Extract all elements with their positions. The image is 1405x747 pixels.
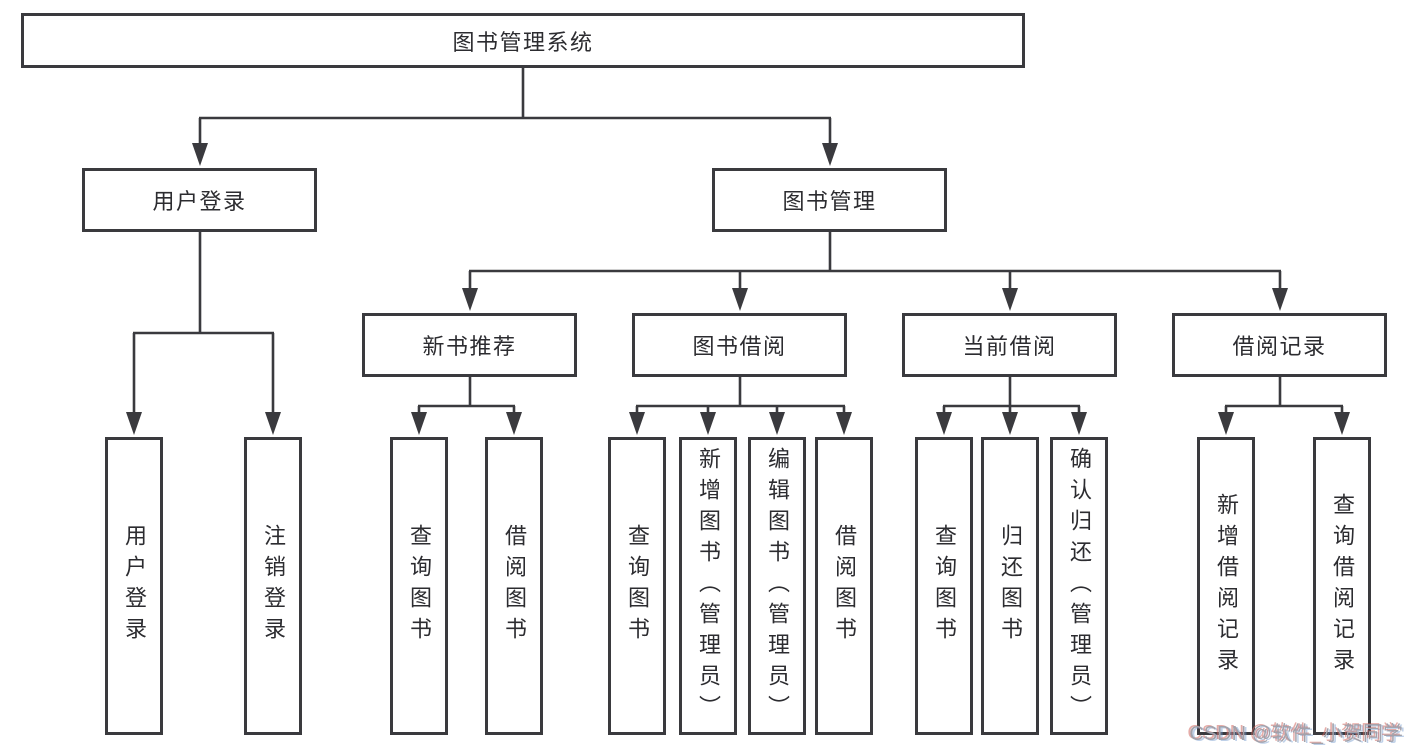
node-label: 新书推荐 [422,334,517,359]
arrow-down-icon [1002,412,1018,435]
node-label: 图书借阅 [692,334,787,359]
node-label: 用户登录 [122,524,147,648]
node-label: 查询图书 [407,524,432,648]
node-label: 查询借阅记录 [1330,493,1355,679]
node-label: 编辑图书（管理员） [765,446,790,726]
arrow-down-icon [822,143,838,166]
arrow-down-icon [1334,412,1350,435]
node-user-login: 用户登录 [82,168,317,232]
node-label: 确认归还（管理员） [1067,446,1092,726]
node-label: 查询图书 [932,524,957,648]
leaf-logout: 注销登录 [244,437,302,735]
node-borrowing-records: 借阅记录 [1172,313,1387,377]
arrow-down-icon [265,412,281,435]
node-label: 查询图书 [625,524,650,648]
node-label: 新增图书（管理员） [696,446,721,726]
leaf-borrow-books: 借阅图书 [485,437,543,735]
leaf-query-borrow-record: 查询借阅记录 [1313,437,1371,735]
node-label: 图书管理 [782,189,877,214]
arrow-down-icon [462,288,478,311]
leaf-edit-books-admin: 编辑图书（管理员） [748,437,806,735]
arrow-down-icon [1272,288,1288,311]
arrow-down-icon [769,412,785,435]
arrow-down-icon [1071,412,1087,435]
node-label: 注销登录 [261,524,286,648]
arrow-down-icon [411,412,427,435]
arrow-down-icon [126,412,142,435]
node-book-management: 图书管理 [712,168,947,232]
node-label: 借阅图书 [832,524,857,648]
node-new-book-recommendation: 新书推荐 [362,313,577,377]
node-label: 用户登录 [152,189,247,214]
node-label: 归还图书 [998,524,1023,648]
node-label: 新增借阅记录 [1214,493,1239,679]
watermark: CSDN @软件_小贺同学 [1189,723,1403,745]
arrow-down-icon [629,412,645,435]
leaf-confirm-return-admin: 确认归还（管理员） [1050,437,1108,735]
arrow-down-icon [700,412,716,435]
leaf-return-books: 归还图书 [981,437,1039,735]
node-book-borrowing: 图书借阅 [632,313,847,377]
arrow-down-icon [836,412,852,435]
leaf-query-books: 查询图书 [915,437,973,735]
arrow-down-icon [1218,412,1234,435]
leaf-query-books: 查询图书 [608,437,666,735]
arrow-down-icon [732,288,748,311]
leaf-query-books: 查询图书 [390,437,448,735]
leaf-add-borrow-record: 新增借阅记录 [1197,437,1255,735]
leaf-user-login: 用户登录 [105,437,163,735]
node-label: 图书管理系统 [452,29,594,55]
leaf-borrow-books: 借阅图书 [815,437,873,735]
node-label: 借阅图书 [502,524,527,648]
node-label: 当前借阅 [962,334,1057,359]
node-current-borrowing: 当前借阅 [902,313,1117,377]
node-label: 借阅记录 [1232,334,1327,359]
arrow-down-icon [506,412,522,435]
node-library-management-system: 图书管理系统 [21,13,1025,68]
leaf-add-books-admin: 新增图书（管理员） [679,437,737,735]
arrow-down-icon [192,143,208,166]
arrow-down-icon [936,412,952,435]
arrow-down-icon [1002,288,1018,311]
